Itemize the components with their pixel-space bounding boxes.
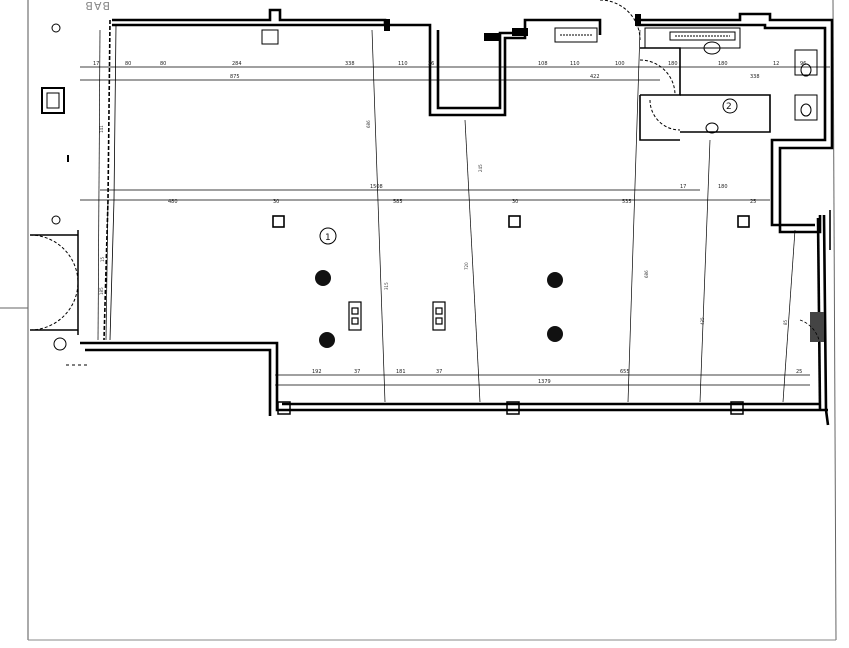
bathroom-block (554, 0, 818, 141)
dim-label: 185 (99, 287, 104, 295)
dim-label: 180 (668, 61, 678, 67)
room-marker-2 (722, 98, 738, 114)
top-fixtures (41, 23, 279, 351)
floor-outlets (348, 301, 446, 331)
dim-label: 284 (232, 61, 242, 67)
dim-label: 80 (125, 61, 131, 67)
right-door-arcs (799, 210, 831, 346)
dim-label: 686 (644, 270, 649, 278)
entrance-door (29, 230, 88, 366)
dimension-lines (80, 29, 830, 403)
dim-label: 180 (718, 61, 728, 67)
wall-blocks (277, 14, 824, 415)
dim-label: 15 (100, 256, 105, 262)
sheet-right-edge (832, 0, 837, 641)
dim-label: 110 (570, 61, 580, 67)
dim-label: 85 (783, 319, 788, 325)
dim-label: 686 (366, 120, 371, 128)
dim-label: 17 (93, 61, 99, 67)
dim-label: 25 (796, 369, 802, 375)
dim-label: 192 (312, 369, 322, 375)
dim-label: 141 (99, 125, 104, 133)
dim-label: 1379 (538, 379, 551, 385)
dim-text-row2: 875 422 338 (230, 74, 760, 80)
dim-label: 25 (750, 199, 756, 205)
dim-label: 338 (345, 61, 355, 67)
dim-label: 435 (700, 317, 705, 325)
room-label-2: 2 (726, 102, 732, 112)
dim-text-mid: 480 30 585 535 30 25 1508 17 180 (168, 184, 756, 205)
dim-label: 720 (464, 262, 469, 270)
dim-label: 110 (398, 61, 408, 67)
dim-label: 80 (160, 61, 166, 67)
room-marker-1 (319, 227, 337, 245)
dim-text-vertical: 141 686 245 720 686 435 315 85 15 185 (99, 120, 788, 325)
room-label-1: 1 (325, 233, 331, 243)
dim-label: 480 (168, 199, 178, 205)
columns (272, 215, 750, 228)
corner-text: BAB (84, 0, 110, 12)
dim-text-bottom: 192 37 181 37 1379 655 25 (312, 369, 802, 385)
dim-label: 315 (384, 282, 389, 290)
dim-label: 96 (800, 61, 806, 67)
dim-label: 37 (436, 369, 442, 375)
dim-label: 30 (512, 199, 518, 205)
dim-label: 338 (750, 74, 760, 80)
dim-label: 12 (773, 61, 779, 67)
dim-label: 108 (538, 61, 548, 67)
dim-label: 17 (680, 184, 686, 190)
dim-label: 181 (396, 369, 406, 375)
dim-label: 30 (273, 199, 279, 205)
dim-label: 26 (428, 61, 434, 67)
dim-label: 180 (718, 184, 728, 190)
ceiling-lights (315, 270, 563, 348)
dim-label: 875 (230, 74, 240, 80)
dim-label: 1508 (370, 184, 383, 190)
dim-label: 585 (393, 199, 403, 205)
dim-label: 535 (622, 199, 632, 205)
dim-label: 245 (478, 164, 483, 172)
dim-label: 655 (620, 369, 630, 375)
dim-label: 422 (590, 74, 600, 80)
dim-label: 37 (354, 369, 360, 375)
walls (80, 8, 834, 426)
dim-text-row1: 17 80 80 284 338 110 26 108 110 100 180 … (93, 61, 806, 67)
dim-label: 100 (615, 61, 625, 67)
